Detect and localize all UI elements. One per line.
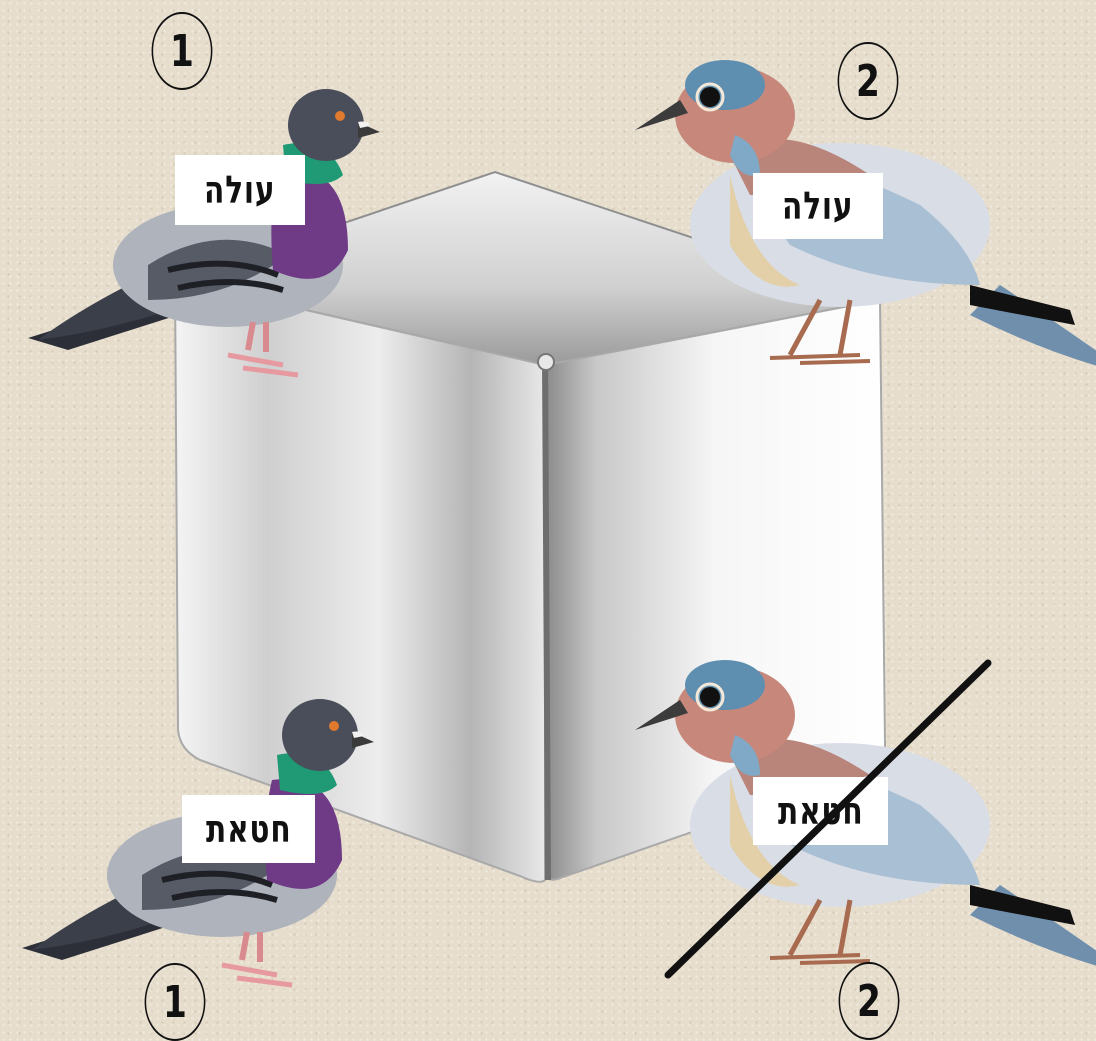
label-bottom-left-text: חטאת xyxy=(206,807,291,851)
label-bottom-right: חטאת xyxy=(753,777,888,845)
label-top-left: עולה xyxy=(175,155,305,225)
label-top-left-text: עולה xyxy=(204,168,275,212)
number-badge-top-right: 2 xyxy=(838,42,899,120)
number-badge-top-left: 1 xyxy=(152,12,213,90)
label-bottom-left: חטאת xyxy=(182,795,315,863)
pigeon-top-left xyxy=(28,89,380,375)
label-top-right-text: עולה xyxy=(782,184,853,228)
label-bottom-right-text: חטאת xyxy=(778,789,863,833)
number-badge-bottom-left: 1 xyxy=(145,963,206,1041)
label-top-right: עולה xyxy=(753,173,883,239)
number-badge-bottom-right: 2 xyxy=(839,962,900,1040)
